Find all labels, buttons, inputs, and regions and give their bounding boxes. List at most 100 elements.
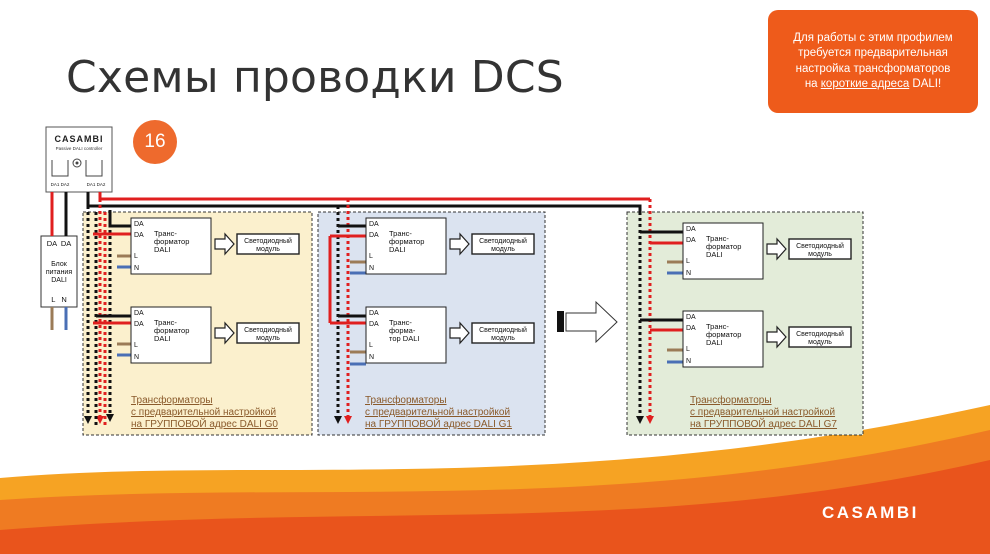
led-module-label-2: модуль: [491, 246, 515, 253]
driver-label-t3: DALI: [389, 245, 406, 254]
led-module-label-2: модуль: [491, 335, 515, 342]
group-g7-caption-2: с предварительной настройкой: [690, 407, 835, 418]
psu-line-3: DALI: [51, 277, 67, 284]
driver-label-t3: тор DALI: [389, 334, 419, 343]
driver-label-t1: Транс-: [154, 318, 177, 327]
terminal-label-l: L: [369, 253, 373, 260]
dali-driver-block: DADALNТранс-форматорDALIСветодиодныймоду…: [682, 222, 852, 280]
dali-driver-box: [130, 306, 212, 364]
terminal-label-n: N: [686, 358, 691, 365]
driver-label-t3: DALI: [154, 245, 171, 254]
note-line-1: Для работы с этим профилем: [793, 31, 953, 44]
led-module-label-2: модуль: [808, 251, 832, 258]
output-arrow: [214, 232, 235, 256]
controller-brand: CASAMBI: [55, 134, 104, 144]
psu-line-2: питания: [46, 269, 72, 276]
controller-ports-right: DA1 DA2: [87, 182, 106, 187]
note-line-4: на короткие адреса DALI!: [778, 77, 968, 93]
group-g7-caption-3: на ГРУППОВОЙ адрес DALI G7: [690, 417, 837, 430]
mains-stubs: [117, 254, 683, 366]
led-module-box: [236, 233, 300, 255]
controller-subtitle: Passive DALI controller: [56, 146, 103, 151]
led-module-box: [471, 322, 535, 344]
terminal-label-n: N: [686, 270, 691, 277]
terminal-label-da: DA: [134, 321, 144, 328]
dali-driver-box: [365, 217, 447, 275]
dali-driver-block: DADALNТранс-форматорDALIСветодиодныймоду…: [130, 217, 300, 275]
footer-swoosh: [0, 405, 990, 554]
terminal-label-n: N: [369, 354, 374, 361]
note-line-4-prefix: на: [804, 78, 821, 90]
dali-driver-block: DADALNТранс-форматорDALIСветодиодныймоду…: [130, 306, 300, 364]
controller-ports-left: DA1 DA2: [51, 182, 70, 187]
terminal-label-da: DA: [686, 314, 696, 321]
profile-warning-note: Для работы с этим профилем требуется пре…: [768, 10, 978, 113]
group-g1-caption-2: с предварительной настройкой: [365, 407, 510, 418]
led-module-box: [471, 233, 535, 255]
note-line-2: требуется предварительная: [798, 47, 948, 59]
led-module-box: [788, 326, 852, 348]
terminal-label-da: DA: [369, 221, 379, 228]
terminal-label-da: DA: [686, 325, 696, 332]
led-module-label-1: Светодиодный: [244, 237, 292, 245]
dali-driver-block: DADALNТранс-форматорDALIСветодиодныймоду…: [365, 217, 535, 275]
terminal-label-da: DA: [134, 232, 144, 239]
led-module-label-2: модуль: [256, 335, 280, 342]
output-arrow: [766, 237, 787, 261]
dali-bus-wires: [84, 192, 683, 425]
terminal-label-n: N: [134, 354, 139, 361]
terminal-label-l: L: [134, 342, 138, 349]
dali-driver-box: [682, 222, 764, 280]
group-g0-caption-2: с предварительной настройкой: [131, 407, 276, 418]
driver-label-t1: Транс-: [154, 229, 177, 238]
dali-driver-box: [365, 306, 447, 364]
led-module-label-2: модуль: [808, 339, 832, 346]
terminal-label-l: L: [369, 342, 373, 349]
terminal-label-da: DA: [369, 321, 379, 328]
terminal-label-l: L: [686, 346, 690, 353]
driver-label-t2: форматор: [154, 326, 189, 335]
continuation-arrow: [557, 300, 618, 344]
led-module-label-1: Светодиодный: [796, 242, 844, 250]
driver-label-t3: DALI: [154, 334, 171, 343]
short-address-link[interactable]: короткие адреса: [820, 78, 910, 90]
terminal-label-l: L: [134, 253, 138, 260]
dali-driver-box: [682, 310, 764, 368]
group-g7-caption: Трансформаторы с предварительной настрой…: [690, 394, 837, 430]
output-arrow: [766, 325, 787, 349]
group-g1-caption: Трансформаторы с предварительной настрой…: [365, 394, 512, 430]
psu-top-label: DA DA: [47, 239, 72, 248]
terminal-label-l: L: [686, 258, 690, 265]
driver-label-t1: Транс-: [389, 229, 412, 238]
led-module-label-1: Светодиодный: [244, 326, 292, 334]
driver-label-t2: форматор: [389, 237, 424, 246]
group-g1-caption-1: Трансформаторы: [365, 394, 447, 406]
output-arrow: [449, 321, 470, 345]
terminal-label-da: DA: [686, 226, 696, 233]
dali-driver-block: DA DA LN Транс-форма-тор DALI Светодиодныймо…: [365, 306, 535, 364]
output-arrow: [214, 321, 235, 345]
page-title: Схемы проводки DCS: [66, 52, 564, 103]
driver-label-t2: форматор: [154, 237, 189, 246]
terminal-label-n: N: [369, 265, 374, 272]
note-line-3: настройка трансформаторов: [795, 62, 951, 75]
note-line-4-suffix: DALI!: [909, 78, 942, 90]
psu-bottom-label: L N: [51, 295, 67, 304]
led-module-box: [236, 322, 300, 344]
group-g7-caption-1: Трансформаторы: [690, 394, 772, 406]
led-module-label-1: Светодиодный: [796, 330, 844, 338]
led-module-label-1: Светодиодный: [479, 326, 527, 334]
led-module-box: [788, 238, 852, 260]
driver-label-t2: форматор: [706, 242, 741, 251]
driver-label-t1: Транс-: [706, 322, 729, 331]
dali-driver-block: DADALNТранс-форматорDALIСветодиодныймоду…: [682, 310, 852, 368]
dali-driver-box: [130, 217, 212, 275]
group-g0-caption-1: Трансформаторы: [131, 394, 213, 406]
driver-label-t2: форма-: [389, 326, 416, 335]
driver-label-t1: Транс-: [389, 318, 412, 327]
psu-line-1: Блок: [51, 261, 68, 268]
slide-number-badge: 16: [133, 120, 177, 164]
terminal-label-da: DA: [369, 310, 379, 317]
terminal-label-da: DA: [686, 237, 696, 244]
